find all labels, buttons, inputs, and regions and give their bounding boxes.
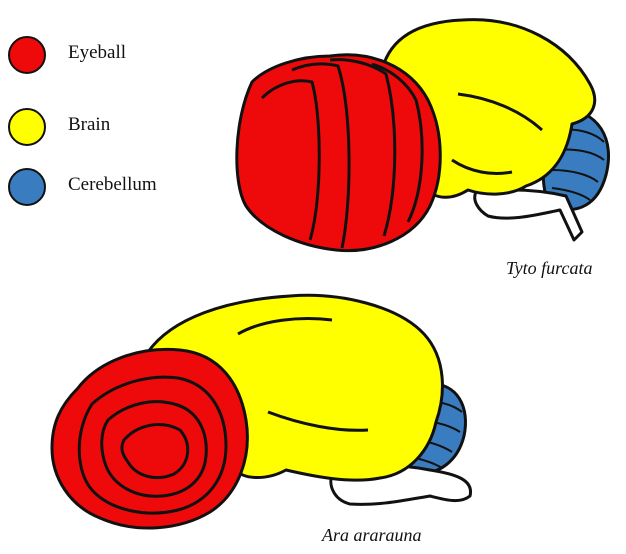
tyto-brainstem <box>475 190 582 240</box>
caption-ara-ararauna: Ara ararauna <box>322 525 422 546</box>
tyto-furcata-brain <box>237 20 609 251</box>
caption-tyto-furcata: Tyto furcata <box>506 258 593 279</box>
ara-ararauna-brain <box>52 295 471 528</box>
